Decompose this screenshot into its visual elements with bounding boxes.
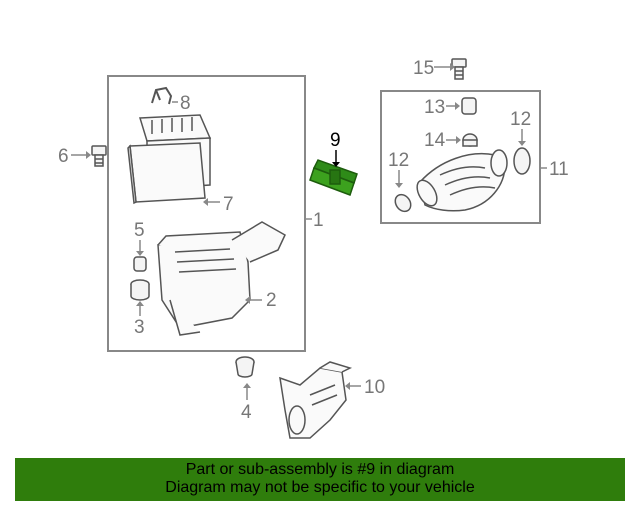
part-6-bolt[interactable] xyxy=(91,145,107,167)
notice-banner: Part or sub-assembly is #9 in diagram Di… xyxy=(15,458,625,501)
part-11-intake-hose[interactable] xyxy=(413,149,508,212)
part-5-pin[interactable] xyxy=(133,256,147,272)
callout-7[interactable]: 7 xyxy=(223,194,234,215)
part-9-mass-air-flow-sensor[interactable] xyxy=(309,159,358,196)
callout-15[interactable]: 15 xyxy=(413,58,434,79)
assembly-box-11 xyxy=(380,90,541,224)
part-2-air-cleaner-case[interactable] xyxy=(157,221,286,336)
part-10-air-duct[interactable] xyxy=(279,361,353,439)
part-13-cap[interactable] xyxy=(461,97,477,115)
part-12-clamp-left[interactable] xyxy=(392,192,414,215)
part-7-air-filter[interactable] xyxy=(127,114,212,205)
callout-2[interactable]: 2 xyxy=(266,290,277,311)
callout-11[interactable]: 11 xyxy=(549,159,569,180)
notice-line-2: Diagram may not be specific to your vehi… xyxy=(165,479,475,496)
callout-12-right[interactable]: 12 xyxy=(510,109,531,130)
part-8-clip[interactable] xyxy=(151,86,173,105)
callout-4[interactable]: 4 xyxy=(241,402,252,423)
callout-13[interactable]: 13 xyxy=(424,97,445,118)
notice-line-1: Part or sub-assembly is #9 in diagram xyxy=(185,461,455,478)
callout-3[interactable]: 3 xyxy=(134,317,145,338)
callout-6[interactable]: 6 xyxy=(58,146,69,167)
callout-5[interactable]: 5 xyxy=(134,220,145,241)
part-15-bolt[interactable] xyxy=(451,58,467,80)
part-14-nut[interactable] xyxy=(462,133,478,147)
part-4-grommet[interactable] xyxy=(235,356,255,378)
part-3-grommet[interactable] xyxy=(130,279,150,301)
callout-8[interactable]: 8 xyxy=(180,93,191,114)
assembly-box-1 xyxy=(107,75,306,352)
callout-1[interactable]: 1 xyxy=(313,210,324,231)
callout-9[interactable]: 9 xyxy=(330,130,341,151)
callout-14[interactable]: 14 xyxy=(424,130,446,151)
callout-10[interactable]: 10 xyxy=(364,377,385,398)
callout-12-left[interactable]: 12 xyxy=(388,150,409,171)
part-12-clamp-right[interactable] xyxy=(513,147,531,175)
